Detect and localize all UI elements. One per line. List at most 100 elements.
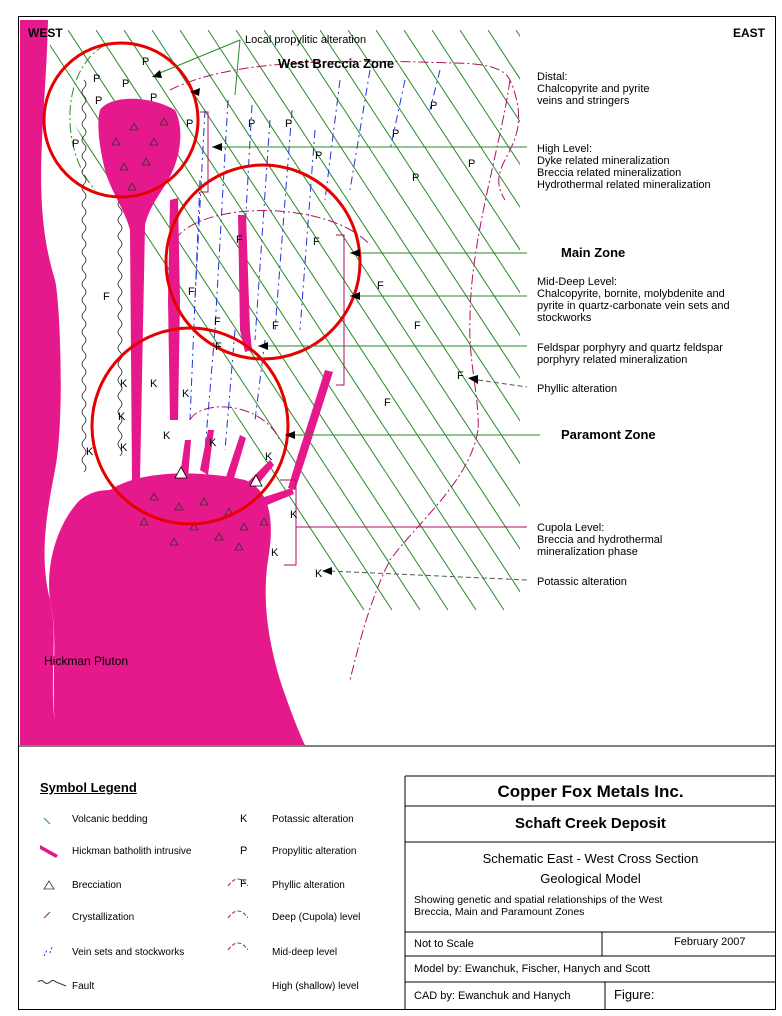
dyke-east xyxy=(288,370,333,490)
vein-sets xyxy=(190,70,440,450)
alteration-letter-k: K xyxy=(290,509,297,521)
alteration-letter-p: P xyxy=(392,128,399,140)
vein-line xyxy=(325,80,340,200)
crystallization-icon xyxy=(44,912,50,918)
figure-label: Figure: xyxy=(614,989,654,1001)
alteration-letter-k: K xyxy=(120,442,127,454)
alteration-letter-f: F xyxy=(414,320,421,332)
alteration-letter-k: K xyxy=(182,388,189,400)
high-level-icon xyxy=(228,943,248,950)
legend-vein-sets: Vein sets and stockworks xyxy=(72,947,184,958)
legend-fault: Fault xyxy=(72,981,94,992)
cupola-annotation: Cupola Level: Breccia and hydrothermal m… xyxy=(537,522,662,558)
alteration-letter-p: P xyxy=(72,138,79,150)
main-zone-circle xyxy=(166,165,360,359)
legend-p-symbol: P xyxy=(240,845,247,857)
alteration-letter-f: F xyxy=(188,286,195,298)
potassic-annotation: Potassic alteration xyxy=(537,576,627,588)
alteration-letter-k: K xyxy=(209,437,216,449)
alteration-letter-f: F xyxy=(272,320,279,332)
alteration-letter-p: P xyxy=(93,73,100,85)
fault-west xyxy=(82,80,86,472)
cupola-boundary xyxy=(190,407,280,440)
distal-annotation: Distal: Chalcopyrite and pyrite veins an… xyxy=(537,71,650,107)
model-credit: Model by: Ewanchuk, Fischer, Hanych and … xyxy=(414,963,650,975)
cad-credit: CAD by: Ewanchuk and Hanych xyxy=(414,990,571,1002)
vein-line xyxy=(350,70,370,190)
model-description: Showing genetic and spatial relationship… xyxy=(414,894,774,918)
legend-k-symbol: K xyxy=(240,813,247,825)
east-label: EAST xyxy=(733,27,765,39)
legend-volcanic-bedding: Volcanic bedding xyxy=(72,814,148,825)
alteration-letter-p: P xyxy=(285,118,292,130)
paramont-zone-label: Paramont Zone xyxy=(561,429,656,441)
local-propylitic-annotation: Local propylitic alteration xyxy=(245,34,366,46)
alteration-letter-k: K xyxy=(86,446,93,458)
alteration-letter-p: P xyxy=(315,150,322,162)
alteration-letter-p: P xyxy=(150,92,157,104)
mid-deep-boundary xyxy=(175,211,370,245)
legend-icons xyxy=(38,818,248,986)
potassic-boundary xyxy=(350,430,478,680)
vein-line xyxy=(190,180,200,420)
alteration-letter-p: P xyxy=(468,158,475,170)
vein-sets-icon xyxy=(44,947,52,956)
alteration-letter-p: P xyxy=(122,78,129,90)
company-name: Copper Fox Metals Inc. xyxy=(405,782,776,802)
legend-intrusive: Hickman batholith intrusive xyxy=(72,846,192,857)
vein-line xyxy=(255,120,270,340)
date: February 2007 xyxy=(674,936,746,948)
feldspar-annotation: Feldspar porphyry and quartz feldspar po… xyxy=(537,342,723,366)
brecciation-icon xyxy=(44,881,54,889)
vein-line xyxy=(225,330,235,450)
section-title: Schematic East - West Cross Section xyxy=(405,851,776,866)
scale-note: Not to Scale xyxy=(414,938,474,950)
alteration-letter-f: F xyxy=(313,236,320,248)
alteration-letter-k: K xyxy=(120,378,127,390)
deposit-name: Schaft Creek Deposit xyxy=(405,815,776,833)
volcanic-bedding-icon xyxy=(44,818,50,824)
legend-f-symbol: F xyxy=(240,878,247,890)
legend-phyllic: Phyllic alteration xyxy=(272,880,345,891)
alteration-letter-p: P xyxy=(430,100,437,112)
legend-mid-deep-level: Mid-deep level xyxy=(272,947,337,958)
legend-high-level: High (shallow) level xyxy=(272,981,359,992)
alteration-letter-f: F xyxy=(215,341,222,353)
west-breccia-zone-label: West Breccia Zone xyxy=(278,58,394,70)
dyke-branch-2 xyxy=(225,435,246,485)
alteration-letter-k: K xyxy=(150,378,157,390)
legend-deep-level: Deep (Cupola) level xyxy=(272,912,360,923)
west-label: WEST xyxy=(28,27,63,39)
mid-deep-level-icon xyxy=(228,911,248,918)
alteration-letter-k: K xyxy=(271,547,278,559)
annotation-leaders xyxy=(155,40,540,435)
alteration-letter-p: P xyxy=(412,172,419,184)
phyllic-annotation: Phyllic alteration xyxy=(537,383,617,395)
alteration-letter-p: P xyxy=(248,118,255,130)
model-title: Geological Model xyxy=(405,871,776,886)
west-breccia-pipe xyxy=(98,99,180,480)
alteration-letter-k: K xyxy=(163,430,170,442)
intrusive-icon xyxy=(40,845,58,858)
alteration-letter-f: F xyxy=(384,397,391,409)
alteration-letter-k: K xyxy=(118,411,125,423)
fault-icon xyxy=(38,981,66,987)
hickman-pluton-label: Hickman Pluton xyxy=(44,655,128,667)
alteration-letter-f: F xyxy=(103,291,110,303)
alteration-letter-f: F xyxy=(457,370,464,382)
dyke-branch-3 xyxy=(245,460,274,492)
alteration-letter-k: K xyxy=(265,451,272,463)
legend-crystallization: Crystallization xyxy=(72,912,134,923)
alteration-letter-p: P xyxy=(186,118,193,130)
legend-potassic: Potassic alteration xyxy=(272,814,354,825)
alteration-letter-p: P xyxy=(142,56,149,68)
alteration-letter-f: F xyxy=(236,234,243,246)
alteration-letter-k: K xyxy=(315,568,322,580)
legend-propylitic: Propylitic alteration xyxy=(272,846,356,857)
legend-brecciation: Brecciation xyxy=(72,880,121,891)
vein-line xyxy=(300,130,315,330)
alteration-letter-p: P xyxy=(95,95,102,107)
alteration-letter-f: F xyxy=(377,280,384,292)
hickman-pluton xyxy=(49,473,305,745)
alteration-letter-f: F xyxy=(214,316,221,328)
